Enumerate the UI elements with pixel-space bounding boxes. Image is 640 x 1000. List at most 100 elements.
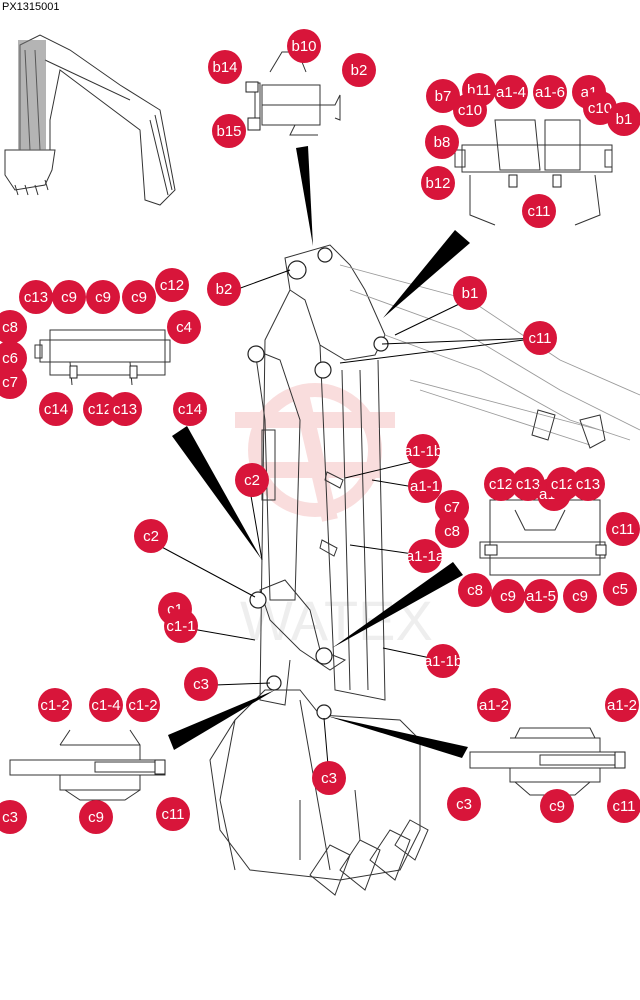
callout-text: a1-1b xyxy=(404,443,442,460)
callout-text: c12 xyxy=(160,277,184,294)
callout-badge xyxy=(408,469,442,503)
callout-text: a1-5 xyxy=(526,588,556,605)
callout-text: a1-1 xyxy=(410,478,440,495)
callout-badge xyxy=(453,93,487,127)
callout-badge xyxy=(494,75,528,109)
callout-badge xyxy=(511,467,545,501)
callout-text: a1-1b xyxy=(424,653,462,670)
callout-badge xyxy=(563,579,597,613)
callout-badge xyxy=(605,688,639,722)
callout-a1-4: a1-4 xyxy=(494,75,528,109)
excavator-thumbnail xyxy=(4,34,176,206)
callout-badge xyxy=(184,667,218,701)
callout-text: c8 xyxy=(467,582,483,599)
callout-text: b7 xyxy=(435,88,452,105)
callout-badge xyxy=(571,467,605,501)
callout-text: c4 xyxy=(176,319,192,336)
callout-c1-2: c1-2 xyxy=(38,688,72,722)
callout-badge xyxy=(546,467,580,501)
callout-text: c9 xyxy=(549,798,565,815)
callout-text: c3 xyxy=(456,796,472,813)
callout-b12: b12 xyxy=(421,166,455,200)
callout-text: c11 xyxy=(611,521,634,538)
callout-c1-1: c1-1 xyxy=(164,609,198,643)
callout-text: c2 xyxy=(244,472,260,489)
callout-text: c5 xyxy=(612,581,628,598)
callout-text: c9 xyxy=(572,588,588,605)
callout-text: c11 xyxy=(527,203,550,220)
callout-b8: b8 xyxy=(425,125,459,159)
callout-badge xyxy=(406,434,440,468)
callout-badge xyxy=(312,761,346,795)
callout-text: c7 xyxy=(2,374,18,391)
callout-c5: c5 xyxy=(603,572,637,606)
callout-badge xyxy=(287,29,321,63)
callout-b1: b1 xyxy=(453,276,487,310)
detail-right-pin xyxy=(479,499,607,576)
callout-c9: c9 xyxy=(86,280,120,314)
callout-text: c11 xyxy=(612,798,635,815)
callout-badge xyxy=(484,467,518,501)
callout-badge xyxy=(83,392,117,426)
callout-c11: c11 xyxy=(522,194,556,228)
callout-badge xyxy=(540,789,574,823)
callout-c2: c2 xyxy=(235,463,269,497)
callout-c11: c11 xyxy=(156,797,190,831)
callout-badge xyxy=(39,392,73,426)
callout-b1: b1 xyxy=(607,102,640,136)
callout-a1-2: a1-2 xyxy=(477,688,511,722)
callout-text: c10 xyxy=(458,102,482,119)
callout-badge xyxy=(491,579,525,613)
callout-c1-2: c1-2 xyxy=(126,688,160,722)
callout-badge xyxy=(38,688,72,722)
detail-top-right-pin xyxy=(454,119,613,226)
callout-badge xyxy=(208,50,242,84)
callout-c9: c9 xyxy=(540,789,574,823)
callout-c12: c12 xyxy=(83,392,117,426)
callout-badge xyxy=(156,797,190,831)
callout-b2: b2 xyxy=(342,53,376,87)
callout-text: c2 xyxy=(143,528,159,545)
callout-b15: b15 xyxy=(212,114,246,148)
callout-text: a1-4 xyxy=(496,84,526,101)
callout-c8: c8 xyxy=(0,310,27,344)
callout-c8: c8 xyxy=(458,573,492,607)
callout-text: c10 xyxy=(588,100,612,117)
callout-c4: c4 xyxy=(167,310,201,344)
callout-b2: b2 xyxy=(207,272,241,306)
callout-badge xyxy=(173,392,207,426)
callout-c13: c13 xyxy=(571,467,605,501)
callout-c3: c3 xyxy=(0,800,27,834)
callout-c11: c11 xyxy=(523,321,557,355)
callout-badge xyxy=(425,125,459,159)
callout-badge xyxy=(607,789,640,823)
callout-badge xyxy=(477,688,511,722)
detail-left-pin xyxy=(34,329,171,386)
callout-badge xyxy=(164,609,198,643)
callout-text: c3 xyxy=(2,809,18,826)
callout-badge xyxy=(523,321,557,355)
callout-text: b15 xyxy=(216,123,241,140)
callout-badge xyxy=(603,572,637,606)
callout-a1-1a: a1-1a xyxy=(406,539,445,573)
callout-text: c1-4 xyxy=(91,697,120,714)
callout-text: b10 xyxy=(291,38,316,55)
callout-badge xyxy=(207,272,241,306)
callout-a1-5: a1-5 xyxy=(524,579,558,613)
callout-badge xyxy=(89,688,123,722)
callout-b14: b14 xyxy=(208,50,242,84)
callout-text: c3 xyxy=(193,676,209,693)
callout-text: b8 xyxy=(434,134,451,151)
callout-c3: c3 xyxy=(447,787,481,821)
callout-c10: c10 xyxy=(453,93,487,127)
callout-badge xyxy=(52,280,86,314)
callout-badge xyxy=(0,310,27,344)
callout-badge xyxy=(426,79,460,113)
callout-c9: c9 xyxy=(122,280,156,314)
callout-text: b2 xyxy=(216,281,233,298)
callout-c3: c3 xyxy=(312,761,346,795)
callout-text: c8 xyxy=(444,523,460,540)
callout-text: c8 xyxy=(2,319,18,336)
detail-bottom-right-pin xyxy=(469,727,626,796)
